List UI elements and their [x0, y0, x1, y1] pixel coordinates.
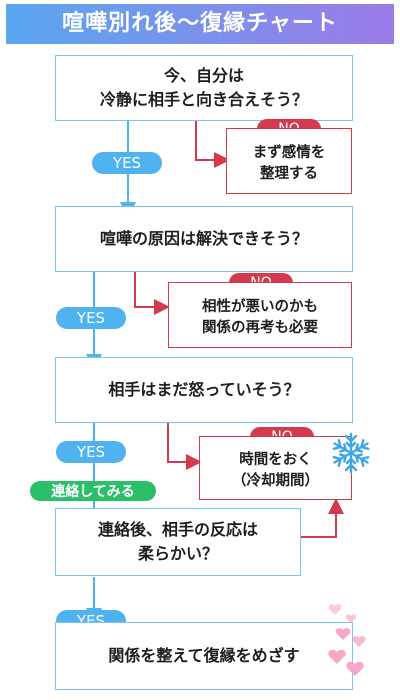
- question-1-line-2: 冷静に相手と向き合えそう？: [99, 90, 308, 109]
- note-box-3: 時間をおく （冷却期間）: [199, 436, 352, 500]
- question-2-line-1: 喧嘩の原因は解決できそう？: [99, 229, 308, 248]
- no-connector-1: [195, 120, 230, 168]
- note-3-line-2: （冷却期間）: [232, 473, 319, 489]
- note-box-1: まず感情を 整理する: [226, 128, 352, 194]
- question-4-line-1: 連絡後、相手の反応は: [97, 520, 258, 539]
- no-connector-3: [167, 423, 202, 470]
- question-4-box: 連絡後、相手の反応は 柔らかい？: [55, 508, 301, 576]
- question-1-box: 今、自分は 冷静に相手と向き合えそう？: [55, 55, 353, 121]
- note-2-line-2: 関係の再考も必要: [202, 320, 318, 336]
- question-2-box: 喧嘩の原因は解決できそう？: [55, 206, 353, 272]
- question-3-line-1: 相手はまだ怒っていそう？: [108, 380, 300, 399]
- note-2-line-1: 相性が悪いのかも: [202, 299, 318, 315]
- snowflake-icon: [330, 432, 372, 474]
- yes-badge-2: YES: [56, 307, 126, 329]
- yes-badge-1: YES: [92, 152, 162, 174]
- yes-badge-3: YES: [56, 441, 126, 463]
- loop-back-connector: [300, 498, 344, 538]
- goal-box: 関係を整えて復縁をめざす: [55, 622, 353, 690]
- note-box-2: 相性が悪いのかも 関係の再考も必要: [168, 282, 352, 348]
- question-4-line-2: 柔らかい？: [137, 544, 218, 563]
- question-3-box: 相手はまだ怒っていそう？: [55, 357, 353, 423]
- no-connector-2: [134, 272, 170, 315]
- note-1-line-2: 整理する: [260, 166, 318, 182]
- contact-badge: 連絡してみる: [30, 481, 156, 501]
- note-1-line-1: まず感情を: [252, 145, 326, 161]
- goal-line-1: 関係を整えて復縁をめざす: [108, 646, 300, 665]
- chart-title: 喧嘩別れ後〜復縁チャート: [6, 4, 394, 44]
- question-1-line-1: 今、自分は: [163, 66, 244, 85]
- note-3-line-1: 時間をおく: [239, 452, 312, 468]
- hearts-icon: [328, 604, 366, 676]
